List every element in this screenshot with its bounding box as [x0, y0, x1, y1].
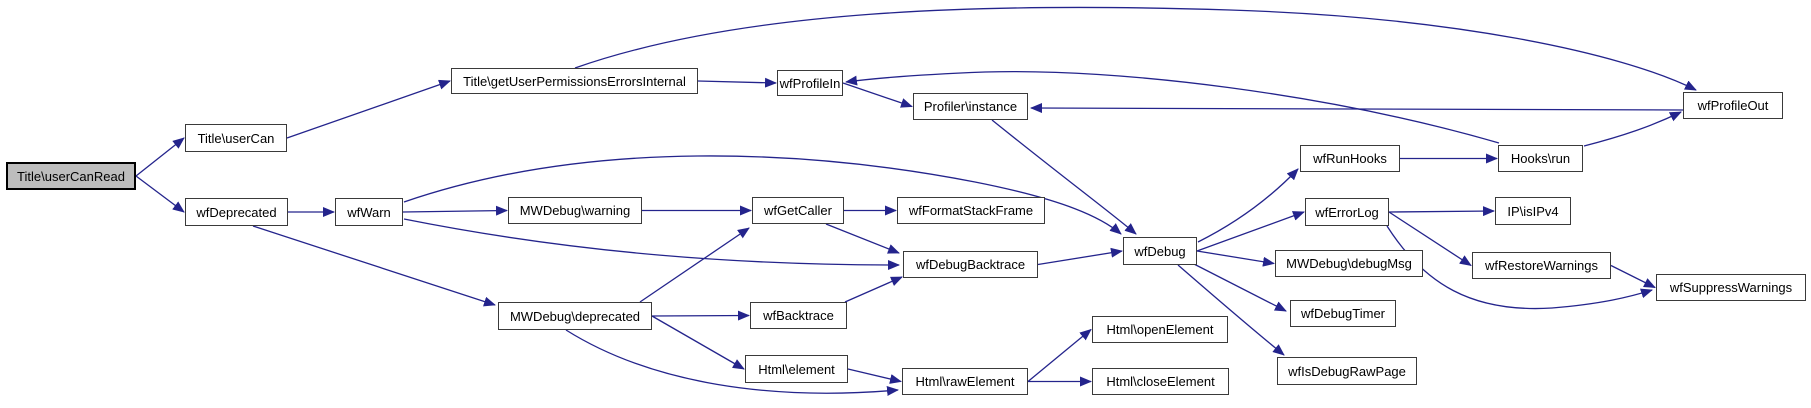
edge-wfDebug-wfErrorLog [1196, 211, 1305, 252]
node-hooks-run[interactable]: Hooks\run [1498, 145, 1583, 172]
node-wfbacktrace[interactable]: wfBacktrace [750, 302, 847, 329]
edge-wfWarn-wfDebug [403, 155, 1122, 235]
edge-wfDebugBacktrace-wfDebug [1037, 247, 1123, 266]
edge-hooksRun-wfProfileOut [1583, 111, 1682, 147]
node-wfdebugbacktrace[interactable]: wfDebugBacktrace [903, 251, 1038, 278]
node-title-getuserpermissionserrorsinternal[interactable]: Title\getUserPermissionsErrorsInternal [451, 68, 698, 94]
node-title-usercan[interactable]: Title\userCan [185, 124, 287, 152]
edge-profilerInstance-wfDebug [991, 119, 1137, 235]
node-wfwarn[interactable]: wfWarn [335, 198, 403, 226]
edge-wfProfileIn-profilerInstance [842, 82, 913, 108]
edge-userCanRead-wfDeprecated [135, 175, 185, 213]
edge-wfDebug-mwdebugDebugMsg [1196, 250, 1275, 267]
node-wfprofilein[interactable]: wfProfileIn [777, 70, 843, 96]
edge-getUserPermissionsErrorsInternal-wfProfileOut [574, 6, 1697, 91]
edge-mwdebugDeprecated-htmlRawElement [565, 329, 899, 396]
edge-mwdebugDeprecated-htmlElement [651, 315, 745, 370]
node-wfdebug[interactable]: wfDebug [1123, 237, 1197, 265]
node-mwdebug-warning[interactable]: MWDebug\warning [508, 197, 642, 224]
edge-wfRestoreWarnings-wfSuppressWarnings [1610, 264, 1656, 289]
node-wfrestorewarnings[interactable]: wfRestoreWarnings [1472, 252, 1611, 279]
node-wfprofileout[interactable]: wfProfileOut [1683, 92, 1783, 119]
node-ip-isipv4[interactable]: IP\isIPv4 [1495, 197, 1571, 225]
edge-wfWarn-wfDebugBacktrace [403, 218, 900, 270]
node-html-closeelement[interactable]: Html\closeElement [1092, 368, 1229, 395]
node-html-element[interactable]: Html\element [745, 355, 848, 383]
node-html-rawelement[interactable]: Html\rawElement [902, 368, 1028, 395]
edge-wfGetCaller-wfDebugBacktrace [825, 223, 900, 254]
edge-wfErrorLog-ipIsIPv4 [1388, 206, 1495, 217]
node-html-openelement[interactable]: Html\openElement [1092, 316, 1228, 343]
edge-wfBacktrace-wfDebugBacktrace [844, 276, 903, 303]
node-wfformatstackframe[interactable]: wfFormatStackFrame [897, 197, 1045, 224]
node-wfsuppresswarnings[interactable]: wfSuppressWarnings [1656, 274, 1806, 301]
edge-wfDebug-wfDebugTimer [1191, 262, 1287, 312]
edge-getUserPermissionsErrorsInternal-wfProfileIn [697, 77, 777, 88]
node-title-usercanread: Title\userCanRead [6, 162, 136, 190]
edge-wfDebug-wfIsDebugRawPage [1177, 264, 1285, 356]
edge-mwdebugDeprecated-wfBacktrace [651, 310, 750, 321]
node-mwdebug-deprecated[interactable]: MWDebug\deprecated [498, 302, 652, 330]
edge-hooksRun-wfProfileIn [845, 70, 1500, 144]
edge-wfWarn-mwdebugWarning [402, 205, 508, 216]
node-mwdebug-debugmsg[interactable]: MWDebug\debugMsg [1275, 250, 1423, 277]
edge-htmlRawElement-htmlOpenElement [1027, 328, 1092, 383]
edge-htmlElement-htmlRawElement [847, 368, 902, 384]
edge-wfDebug-wfRunHooks [1197, 168, 1299, 243]
edge-wfDeprecated-mwdebugDeprecated [252, 225, 496, 307]
edge-userCan-getUserPermissionsErrorsInternal [286, 79, 451, 139]
node-wfdeprecated[interactable]: wfDeprecated [185, 198, 288, 226]
node-wfdebugtimer[interactable]: wfDebugTimer [1290, 300, 1396, 327]
node-profiler-instance[interactable]: Profiler\instance [913, 93, 1028, 120]
node-wfgetcaller[interactable]: wfGetCaller [752, 197, 844, 224]
node-wfrunhooks[interactable]: wfRunHooks [1300, 145, 1400, 172]
node-wfisdebugrawpage[interactable]: wfIsDebugRawPage [1277, 357, 1417, 385]
node-wferrorlog[interactable]: wfErrorLog [1305, 198, 1389, 226]
edge-wfErrorLog-wfRestoreWarnings [1388, 211, 1472, 267]
edge-mwdebugDeprecated-wfGetCaller [639, 227, 750, 303]
edge-userCanRead-userCan [135, 137, 185, 177]
